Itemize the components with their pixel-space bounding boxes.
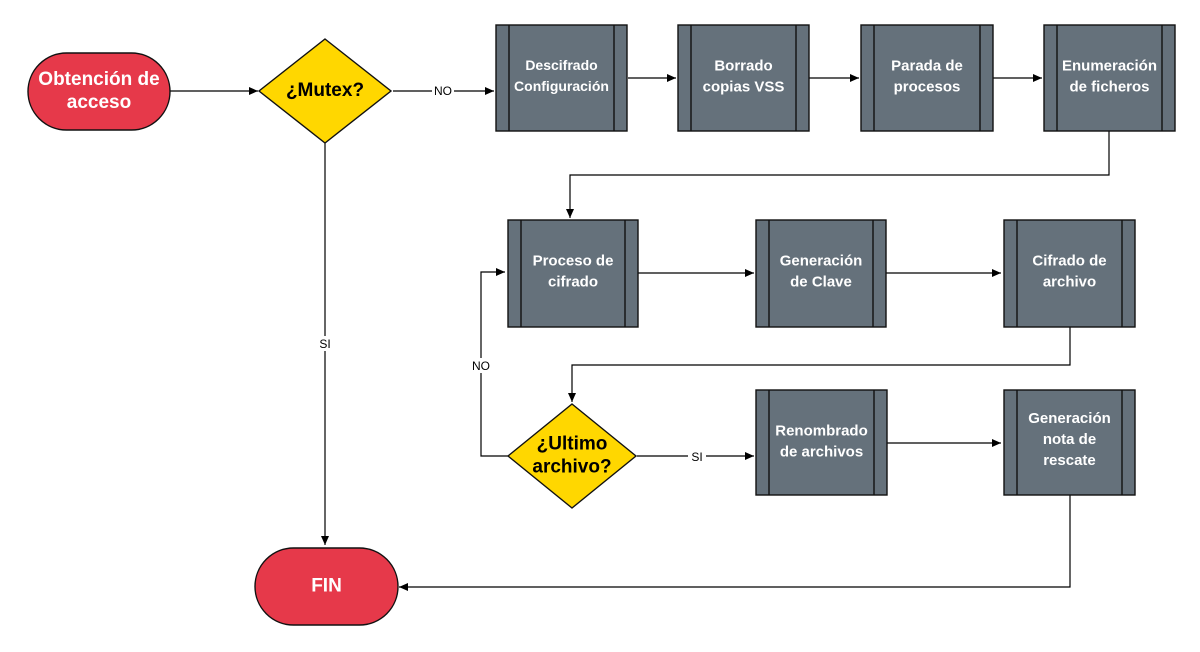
edge-label-ultimo-si: SI [691,450,702,464]
decision-mutex: ¿Mutex? [257,38,393,144]
edges [170,74,1110,591]
cifrado-archivo-label-line: archivo [1043,273,1096,290]
process-box [507,219,639,328]
proceso-label-line: Proceso de [533,252,614,269]
process-box [1043,24,1176,132]
process-parada: Parada de procesos [860,24,994,132]
edge-label-bg [316,336,334,351]
process-box [755,219,887,328]
generacion-clave-label-line: de Clave [790,273,852,290]
edge-label-bg [432,83,454,98]
process-box [1003,389,1136,496]
edge-label-mutex-no: NO [434,84,452,98]
decision-shape [257,38,393,144]
process-cifrado-archivo: Cifrado de archivo [1003,219,1136,328]
nota-label-line: rescate [1043,452,1096,469]
nota-label-line: nota de [1043,431,1096,448]
renombrado-label-line: de archivos [780,443,863,460]
process-box [860,24,994,132]
cifrado-archivo-label-line: Cifrado de [1032,252,1106,269]
edge-nota-to-fin [399,495,1071,591]
edge-label-bg [470,358,492,373]
descifrado-label-line: Descifrado [525,57,597,73]
borrado-label-line: Borrado [714,57,772,74]
process-renombrado: Renombrado de archivos [755,389,888,496]
process-borrado: Borrado copias VSS [677,24,810,132]
parada-label-line: procesos [894,78,961,95]
ultimo-label-line: ¿Ultimo [537,434,608,455]
mutex-label-line: ¿Mutex? [286,80,364,101]
edge-cifrado-to-ultimo [568,327,1071,402]
terminal-shape [27,52,171,131]
process-enumeracion: Enumeración de ficheros [1043,24,1176,132]
decision-shape [506,403,638,509]
process-generacion-clave: Generación de Clave [755,219,887,328]
renombrado-label-line: Renombrado [775,422,868,439]
proceso-label-line: cifrado [548,273,598,290]
terminal-fin: FIN [254,547,399,626]
edge-label-bg [688,449,706,464]
enumeracion-label-line: Enumeración [1062,57,1157,74]
generacion-clave-label-line: Generación [780,252,863,269]
process-box [755,389,888,496]
process-box [677,24,810,132]
edge-enumeracion-to-proceso [566,131,1110,218]
process-proceso: Proceso de cifrado [507,219,639,328]
fin-label-line: FIN [311,576,342,597]
edge-label-mutex-si: SI [319,337,330,351]
process-box [495,24,628,132]
edge-label-ultimo-no: NO [472,359,490,373]
process-nota: Generación nota de rescate [1003,389,1136,496]
borrado-label-line: copias VSS [703,78,785,95]
start-label-line: acceso [67,92,131,113]
start-label-line: Obtención de [38,69,159,90]
ultimo-label-line: archivo? [532,457,611,478]
descifrado-label-line: Configuración [514,78,609,94]
edge-labels: NO SI NO SI [316,83,706,464]
terminal-shape [254,547,399,626]
parada-label-line: Parada de [891,57,963,74]
enumeracion-label-line: de ficheros [1069,78,1149,95]
nota-label-line: Generación [1028,410,1111,427]
process-box [1003,219,1136,328]
